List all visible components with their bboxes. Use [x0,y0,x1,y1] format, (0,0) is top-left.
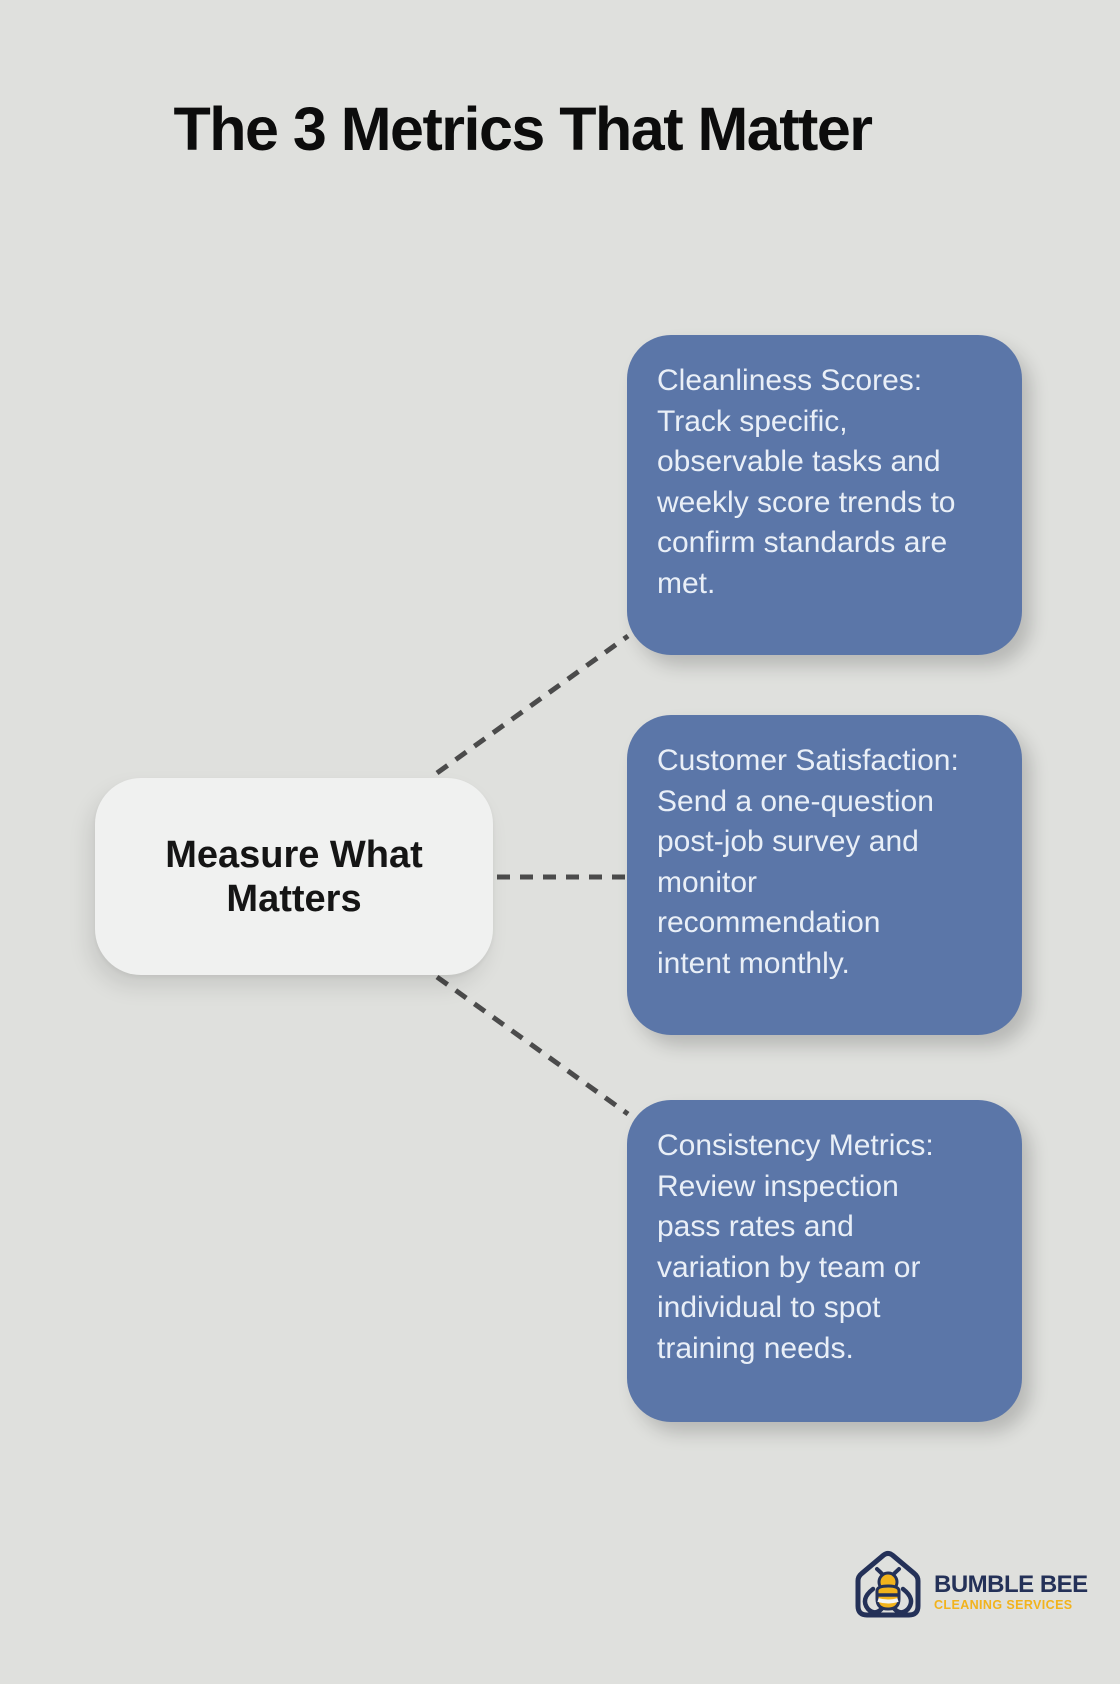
metric-box-customer-satisfaction: Customer Satisfaction: Send a one-questi… [627,715,1022,1035]
bee-wing-left [862,1586,887,1615]
logo-name: BUMBLE BEE [934,1571,1088,1598]
connector-line-bottom [435,974,630,1117]
metric-box-cleanliness-scores: Cleanliness Scores: Track specific, obse… [627,335,1022,655]
bee-wing-right [889,1586,914,1615]
center-node-measure-what-matters: Measure What Matters [95,778,493,975]
house-outline [855,1550,921,1618]
bee-body [875,1584,901,1611]
connector-line-top [435,633,630,776]
house-bee-icon [855,1550,921,1618]
brand-logo: BUMBLE BEE CLEANING SERVICES [851,1549,1088,1621]
page-title: The 3 Metrics That Matter [173,95,873,163]
bee-stripe-light [877,1598,899,1604]
metric-box-consistency-metrics: Consistency Metrics: Review inspection p… [627,1100,1022,1422]
logo-tagline: CLEANING SERVICES [934,1598,1073,1612]
logo-text: BUMBLE BEE CLEANING SERVICES [934,1549,1088,1612]
